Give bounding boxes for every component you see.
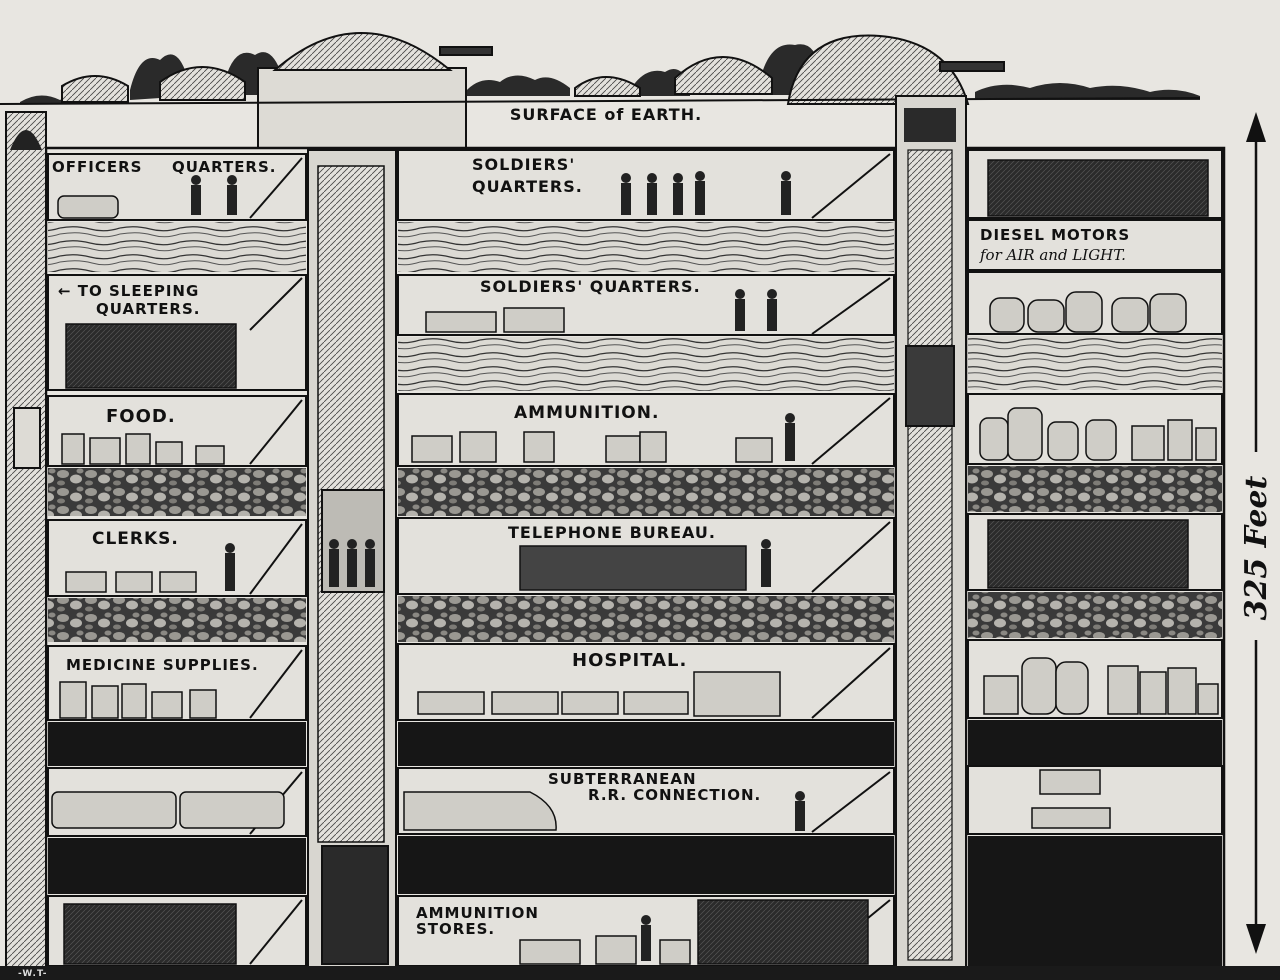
- telephone-bureau-label: TELEPHONE BUREAU.: [508, 523, 716, 542]
- hospital-label: HOSPITAL.: [572, 650, 687, 671]
- depth-label: 325 Feet: [1239, 475, 1274, 620]
- bottom-edge: [0, 966, 1280, 980]
- room-labels: OFFICERS QUARTERS. SOLDIERS' QUARTERS. D…: [52, 155, 1130, 938]
- ammunition-stores-label-a: AMMUNITION: [416, 904, 539, 922]
- food-label: FOOD.: [106, 406, 176, 427]
- left-elevator-shaft: [5, 111, 47, 971]
- soldiers-quarters-2-label: SOLDIERS' QUARTERS.: [480, 277, 701, 296]
- surface-domes: [61, 32, 1005, 149]
- rr-connection-label: R.R. CONNECTION.: [588, 786, 761, 804]
- soldiers-quarters-1-label-a: SOLDIERS': [472, 155, 575, 174]
- clerks-label: CLERKS.: [92, 529, 179, 549]
- officers-label: OFFICERS: [52, 158, 142, 176]
- to-sleeping-label: ← TO SLEEPING: [58, 282, 199, 300]
- quarters-label: QUARTERS.: [172, 158, 277, 176]
- depth-indicator: 325 Feet: [1239, 112, 1274, 954]
- soldiers-quarters-1-label-b: QUARTERS.: [472, 177, 583, 196]
- diesel-motors-label: DIESEL MOTORS: [980, 226, 1130, 244]
- room-contents: [51, 159, 1219, 965]
- surface-label: SURFACE of EARTH.: [510, 105, 702, 124]
- figures: [191, 171, 805, 961]
- subterranean-label: SUBTERRANEAN: [548, 770, 697, 788]
- surface-line: [0, 97, 1201, 105]
- artist-signature: -W.T-: [18, 969, 48, 979]
- ammunition-label: AMMUNITION.: [514, 403, 659, 423]
- sleeping-quarters-label: QUARTERS.: [96, 300, 201, 318]
- left-column-floors: [47, 153, 307, 967]
- ammunition-stores-label-b: STORES.: [416, 920, 495, 938]
- medicine-supplies-label: MEDICINE SUPPLIES.: [66, 656, 259, 674]
- right-elevator-shaft: [895, 95, 967, 969]
- air-light-label: for AIR and LIGHT.: [979, 246, 1126, 264]
